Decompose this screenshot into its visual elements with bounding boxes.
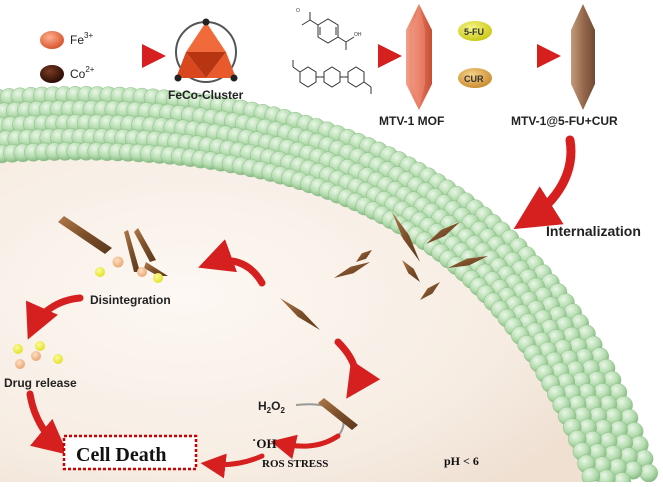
membrane-bead [639, 463, 658, 483]
co-label: Co2+ [70, 65, 95, 81]
arrow-internalization [513, 135, 576, 230]
mof-rod [392, 212, 420, 262]
drug-dot [13, 344, 23, 354]
drug-dot [35, 341, 45, 351]
loaded-mof-crystal [571, 4, 595, 110]
cell-death-label: Cell Death [76, 444, 167, 466]
cell-membrane [0, 86, 658, 487]
ph-label: pH < 6 [444, 454, 479, 468]
arrow-to-drug-release [25, 294, 84, 340]
drug-5fu-pill [458, 21, 492, 41]
broken-rods [58, 216, 168, 276]
mtv1-mof-crystal [406, 4, 432, 110]
arrow-to-ros [334, 338, 381, 399]
arrow-to-oh [270, 433, 341, 460]
fe-label: Fe3+ [70, 31, 93, 47]
mof-rod [402, 260, 420, 282]
mof-rod [420, 282, 440, 300]
mof-rod [448, 256, 488, 268]
mof-rod [280, 298, 320, 330]
released-drug-dot [137, 267, 147, 277]
released-drug-dot [95, 267, 105, 277]
mof-rods-group [280, 212, 488, 330]
cluster-label: FeCo-Cluster [168, 88, 244, 102]
mof-rod [334, 262, 370, 278]
terephthalic-acid-linker [301, 12, 355, 50]
drug-dot [53, 354, 63, 364]
drug-cur-pill [458, 68, 492, 88]
h2o2-label: H2O2 [258, 399, 285, 415]
fe-ion-particle [40, 31, 64, 49]
linker1-ho: O [296, 8, 300, 14]
mof-rod [356, 250, 372, 262]
loaded-label: MTV-1@5-FU+CUR [511, 114, 618, 128]
drug-release-label: Drug release [4, 376, 77, 390]
oh-radical-label: ˙OH [252, 436, 277, 451]
arrow-to-cell-death [26, 390, 69, 455]
biphenyl-dicarboxylic-linker [292, 60, 372, 94]
internalization-label: Internalization [546, 223, 641, 239]
disintegration-label: Disintegration [90, 293, 171, 307]
arrow-to-disintegration [198, 239, 266, 287]
mof-rod-ros [318, 398, 358, 430]
mof-rod [426, 222, 460, 244]
drug-5fu-label: 5-FU [464, 27, 484, 37]
drug-dot [31, 351, 41, 361]
ros-stress-label: ROS STRESS [262, 458, 328, 470]
released-drug-dot [153, 273, 163, 283]
co-ion-particle [40, 65, 64, 83]
arrow-ros-to-death [200, 453, 265, 479]
mof-label: MTV-1 MOF [379, 114, 444, 128]
cell-death-box [62, 434, 198, 471]
feco-cluster-icon [174, 18, 238, 83]
released-drug-dot [112, 256, 124, 268]
drug-dot [15, 359, 25, 369]
linker1-oh: OH [354, 32, 362, 38]
drug-cur-label: CUR [464, 74, 484, 84]
